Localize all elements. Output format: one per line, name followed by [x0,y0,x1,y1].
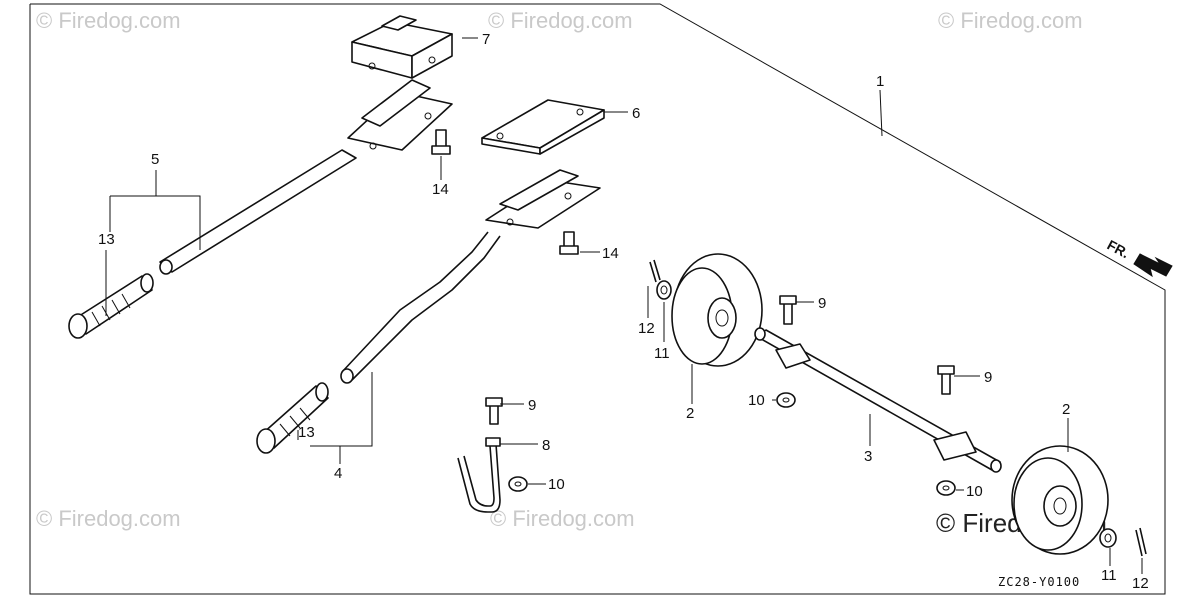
callout-2: 2 [686,405,694,422]
callout-9: 9 [984,369,992,386]
part-2-wheel [671,253,763,367]
callout-5: 5 [151,151,159,168]
part-3-axle [754,327,1002,473]
part-12-cotter-pin [649,259,661,283]
watermark: © Firedog.com [490,506,635,531]
part-14-bolt [431,129,451,155]
callout-14: 14 [432,181,449,198]
leader-lines [105,37,1143,574]
front-arrow-icon [1133,253,1173,278]
part-13-grip-upper [68,273,154,339]
part-7-bracket [351,15,453,79]
part-9-bolt [485,397,503,425]
part-6-bracket [481,99,605,155]
callout-10: 10 [966,483,983,500]
callout-6: 6 [632,105,640,122]
part-10-nut [776,392,796,408]
callout-9: 9 [528,397,536,414]
part-9-bolt [937,365,955,395]
svg-text:FR.: FR. [1105,237,1132,262]
callout-12: 12 [1132,575,1149,592]
watermark: © Firedog.com [36,8,181,33]
callout-8: 8 [542,437,550,454]
callout-11: 11 [1101,567,1117,584]
callout-11: 11 [654,345,670,362]
callout-4: 4 [334,465,342,482]
watermark: © Firedog.com [488,8,633,33]
diagram-code: ZC28-Y0100 [998,575,1080,589]
callout-10: 10 [748,392,765,409]
watermark: © Firedog.com [938,8,1083,33]
part-8-u-bracket [457,437,501,513]
part-14-bolt [559,231,579,255]
watermark: © Firedog.com [36,506,181,531]
part-4-handle-lower [340,169,601,384]
callout-3: 3 [864,448,872,465]
callout-13: 13 [98,231,115,248]
part-5-handle-upper [159,79,453,275]
callout-12: 12 [638,320,655,337]
part-2-wheel [1011,445,1109,555]
callout-14: 14 [602,245,619,262]
callout-10: 10 [548,476,565,493]
callout-13: 13 [298,424,315,441]
front-direction-marker: FR. [1105,237,1173,278]
assembly-outline [29,3,1166,595]
part-10-nut [508,476,528,492]
callout-9: 9 [818,295,826,312]
callout-2: 2 [1062,401,1070,418]
part-9-bolt [779,295,797,325]
part-12-cotter-pin [1135,527,1147,557]
callout-7: 7 [482,31,490,48]
part-11-washer [656,280,672,300]
part-13-grip-lower [256,382,329,454]
part-10-nut [936,480,956,496]
part-11-washer [1099,528,1117,548]
callout-1: 1 [876,73,884,90]
